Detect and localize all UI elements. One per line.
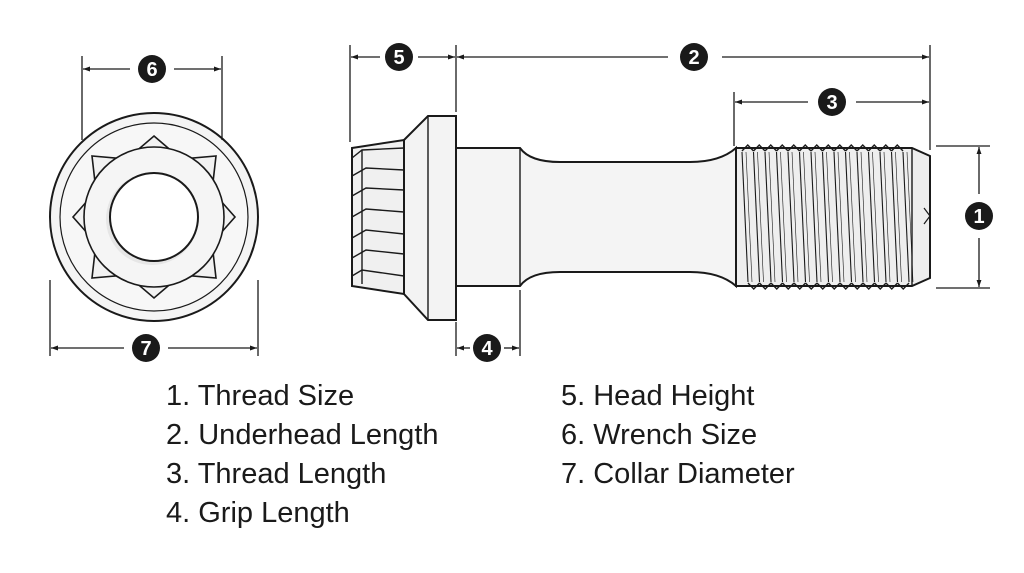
bolt-end-chamfer-mark: [923, 207, 931, 225]
thread-crest: [833, 143, 847, 152]
thread-line-shade: [745, 151, 753, 283]
thread-crests-top: [741, 143, 904, 152]
legend-item-grip-length: 4. Grip Length: [166, 497, 350, 529]
thread-line-shade: [883, 151, 891, 283]
callout-5: 5: [385, 43, 413, 71]
thread-line-shade: [826, 151, 833, 283]
thread-line: [856, 151, 864, 283]
dimension-collar-diameter: [49, 280, 259, 356]
thread-line: [752, 151, 761, 283]
callout-6: 6: [138, 55, 166, 83]
thread-crest: [804, 282, 818, 291]
bore-circle: [109, 172, 199, 262]
thread-crest: [885, 282, 899, 291]
thread-line-shade: [872, 151, 879, 283]
thread-crest: [890, 143, 904, 152]
head-flutes: [351, 147, 405, 284]
thread-line-shade: [849, 151, 856, 283]
callout-1-text: 1: [973, 206, 984, 228]
thread-line-shade: [780, 151, 787, 283]
thread-crest: [827, 282, 841, 291]
legend-item-thread-size: 1. Thread Size: [166, 380, 355, 412]
dimension-head-height: [349, 45, 457, 142]
legend-item-wrench-size: 6. Wrench Size: [561, 419, 758, 451]
thread-line: [890, 151, 899, 283]
thread-crest: [775, 143, 789, 152]
thread-crest: [770, 282, 784, 291]
legend-item-thread-length: 3. Thread Length: [166, 458, 387, 490]
thread-line: [902, 151, 910, 283]
dimension-wrench-size: [81, 56, 223, 140]
dimension-thread-size: [936, 145, 990, 289]
thread-crest: [764, 143, 778, 152]
thread-crest: [850, 282, 864, 291]
thread-line: [833, 151, 841, 283]
thread-crest: [747, 282, 761, 291]
thread-crest: [821, 143, 835, 152]
thread-lines: [741, 151, 914, 283]
thread-line-shade: [895, 151, 902, 283]
dimension-grip-length: [455, 290, 521, 356]
dimension-thread-length: [733, 92, 929, 146]
thread-line-shade: [837, 151, 845, 283]
bolt-shank: [455, 145, 737, 289]
thread-line-shade: [814, 151, 822, 283]
legend-item-underhead-length: 2. Underhead Length: [166, 419, 439, 451]
legend-right-column: 5. Head Height 6. Wrench Size 7. Collar …: [561, 377, 795, 494]
thread-crest: [816, 282, 830, 291]
callout-7-text: 7: [140, 338, 151, 360]
bolt-side-view: [351, 115, 931, 321]
callout-7: 7: [132, 334, 160, 362]
thread-crest: [879, 143, 893, 152]
thread-crest: [839, 282, 853, 291]
thread-crest: [793, 282, 807, 291]
thread-line: [775, 151, 784, 283]
thread-crest: [873, 282, 887, 291]
thread-line: [741, 151, 749, 283]
thread-crest: [781, 282, 795, 291]
thread-line: [879, 151, 887, 283]
bolt-end-view: [49, 112, 259, 322]
thread-crest: [896, 282, 910, 291]
thread-line-shade: [791, 151, 799, 283]
callout-4: 4: [473, 334, 501, 362]
callout-3: 3: [818, 88, 846, 116]
thread-line: [810, 151, 818, 283]
dimension-underhead-length: [457, 45, 931, 150]
thread-crest: [787, 143, 801, 152]
thread-crest: [856, 143, 870, 152]
callout-1: 1: [965, 202, 993, 230]
legend-item-collar-diameter: 7. Collar Diameter: [561, 458, 795, 490]
bolt-collar: [403, 115, 457, 321]
legend-item-head-height: 5. Head Height: [561, 380, 755, 412]
thread-line-shade: [803, 151, 810, 283]
thread-crest: [798, 143, 812, 152]
thread-line: [764, 151, 772, 283]
thread-crest: [752, 143, 766, 152]
thread-line: [798, 151, 807, 283]
thread-crest: [867, 143, 881, 152]
callout-6-text: 6: [146, 59, 157, 81]
callout-5-text: 5: [393, 47, 404, 69]
callout-4-text: 4: [481, 338, 493, 360]
thread-crest: [862, 282, 876, 291]
thread-line: [867, 151, 876, 283]
thread-crest: [844, 143, 858, 152]
thread-crest: [758, 282, 772, 291]
thread-line: [844, 151, 853, 283]
thread-line-shade: [860, 151, 868, 283]
thread-line: [787, 151, 795, 283]
thread-crest: [741, 143, 755, 152]
thread-line-shade: [768, 151, 776, 283]
thread-line: [821, 151, 830, 283]
thread-crest: [810, 143, 824, 152]
callout-2-text: 2: [688, 47, 699, 69]
callout-2: 2: [680, 43, 708, 71]
legend-left-column: 1. Thread Size 2. Underhead Length 3. Th…: [166, 377, 439, 533]
thread-crests-bottom: [747, 282, 910, 291]
callout-3-text: 3: [826, 92, 837, 114]
thread-line-shade: [757, 151, 764, 283]
